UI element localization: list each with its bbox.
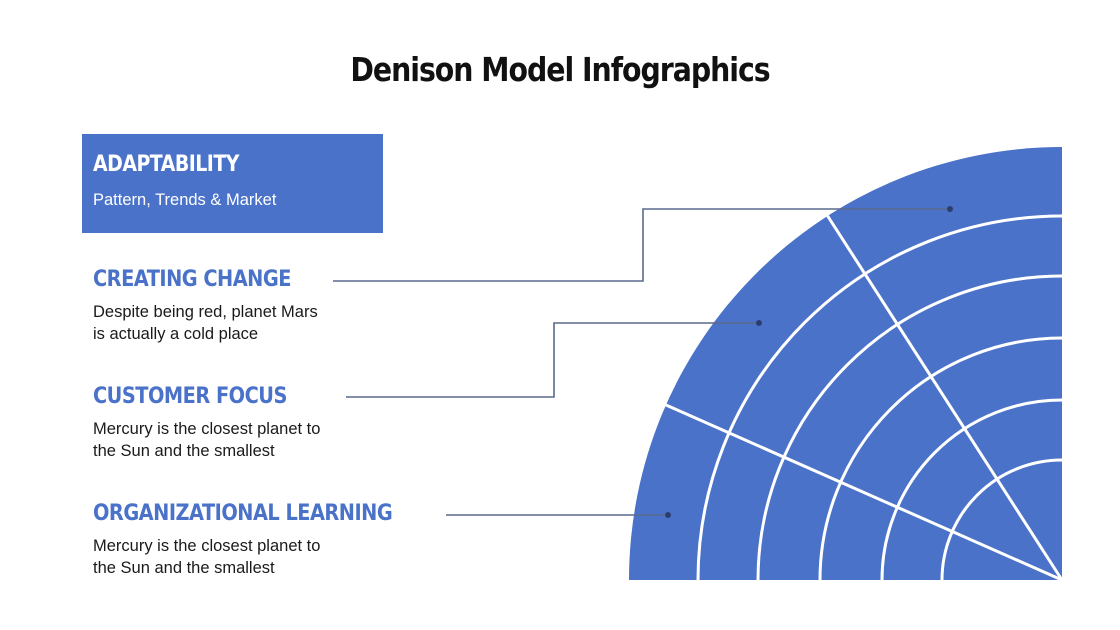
item-description-line: Despite being red, planet Mars xyxy=(93,303,318,321)
connector-customer-focus xyxy=(346,322,759,398)
item-heading: ORGANIZATIONAL LEARNING xyxy=(93,500,393,526)
quarter-disc xyxy=(629,147,1062,580)
item-description-line: the Sun and the smallest xyxy=(93,442,275,460)
sector-lines xyxy=(665,214,1064,582)
connector-dots xyxy=(665,206,953,518)
item-customer-focus: CUSTOMER FOCUS Mercury is the closest pl… xyxy=(93,383,393,462)
item-description-line: Mercury is the closest planet to xyxy=(93,420,321,438)
ring-lines xyxy=(696,214,1063,581)
connector-dot xyxy=(665,512,671,518)
item-heading: CUSTOMER FOCUS xyxy=(93,383,287,409)
item-description-line: is actually a cold place xyxy=(93,325,259,343)
connector-dot xyxy=(756,320,762,326)
connector-creating-change xyxy=(333,208,950,282)
adaptability-box: ADAPTABILITY Pattern, Trends & Market xyxy=(82,134,383,233)
connector-lines xyxy=(333,208,950,516)
item-description-line: the Sun and the smallest xyxy=(93,559,275,577)
adaptability-heading: ADAPTABILITY xyxy=(93,152,239,177)
item-organizational-learning: ORGANIZATIONAL LEARNING Mercury is the c… xyxy=(93,500,441,579)
page-title: Denison Model Infographics xyxy=(350,50,770,89)
adaptability-subtitle: Pattern, Trends & Market xyxy=(93,191,277,209)
item-description: Mercury is the closest planet to the Sun… xyxy=(93,535,393,579)
item-description: Mercury is the closest planet to the Sun… xyxy=(93,418,393,462)
connector-dot xyxy=(947,206,953,212)
item-heading: CREATING CHANGE xyxy=(93,266,291,292)
item-description: Despite being red, planet Mars is actual… xyxy=(93,301,393,345)
item-creating-change: CREATING CHANGE Despite being red, plane… xyxy=(93,266,393,345)
item-description-line: Mercury is the closest planet to xyxy=(93,537,321,555)
